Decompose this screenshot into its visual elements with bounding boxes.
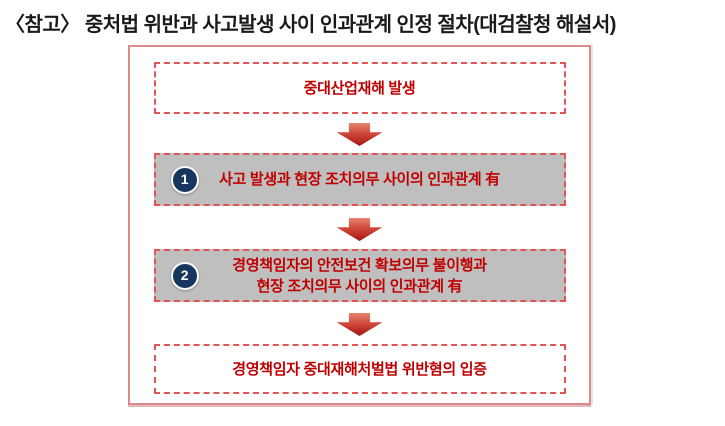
flow-step-label: 중대산업재해 발생: [303, 79, 416, 97]
down-arrow-icon: [336, 313, 383, 336]
down-arrow-icon: [336, 123, 383, 146]
flow-step-label: 사고 발생과 현장 조치의무 사이의 인과관계 有: [219, 171, 500, 188]
page-title: 〈참고〉 중처법 위반과 사고발생 사이 인과관계 인정 절차(대검찰청 해설서…: [5, 14, 616, 36]
flow-step-label-line1: 경영책임자의 안전보건 확보의무 불이행과: [232, 256, 487, 274]
flow-step-causation-2: 2 경영책임자의 안전보건 확보의무 불이행과 현장 조치의무 사이의 인과관계…: [153, 249, 566, 302]
flow-step-proof-of-violation: 경영책임자 중대재해처벌법 위반혐의 입증: [153, 344, 566, 394]
step-number-badge-2: 2: [170, 261, 199, 290]
step-number-badge-1: 1: [170, 165, 199, 194]
down-arrow-icon: [336, 218, 383, 241]
flow-step-causation-1: 1 사고 발생과 현장 조치의무 사이의 인과관계 有: [153, 153, 566, 206]
flow-step-label-line2: 현장 조치의무 사이의 인과관계 有: [256, 277, 463, 295]
flowchart: 중대산업재해 발생 1 사고 발생과 현장 조치의무 사이의 인과관계 有 2 …: [130, 47, 589, 403]
flow-step-accident-occurrence: 중대산업재해 발생: [153, 62, 566, 114]
flowchart-frame: 중대산업재해 발생 1 사고 발생과 현장 조치의무 사이의 인과관계 有 2 …: [128, 45, 591, 405]
flow-step-label: 경영책임자 중대재해처벌법 위반혐의 입증: [232, 360, 487, 378]
